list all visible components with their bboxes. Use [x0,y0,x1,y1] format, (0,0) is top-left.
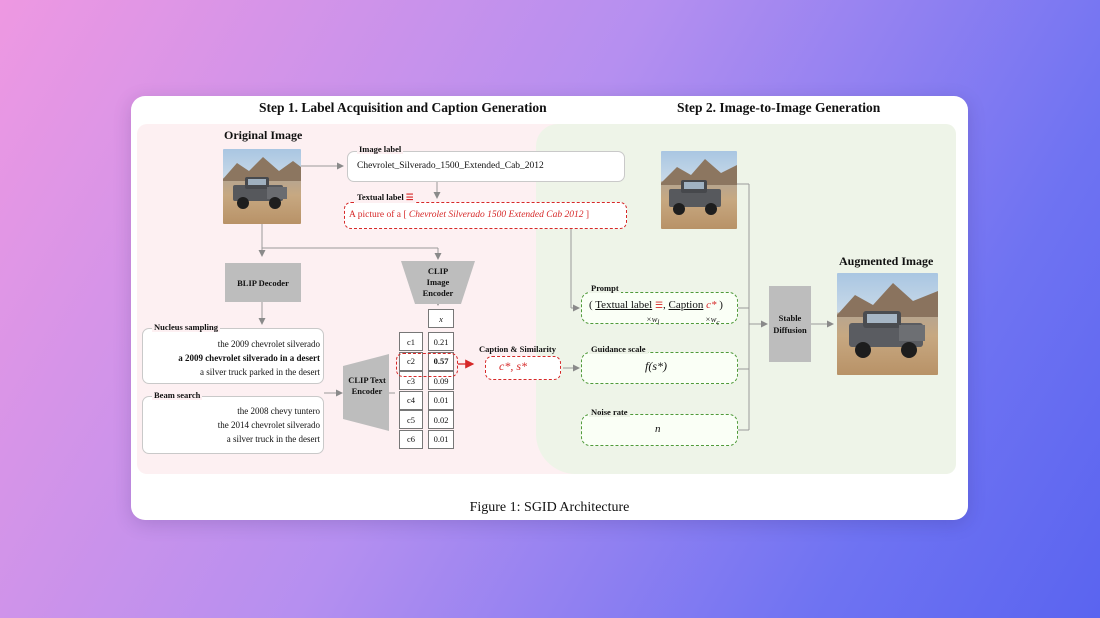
textual-label-class: Chevrolet Silverado 1500 Extended Cab 20… [408,210,584,220]
augmented-car-image [837,273,938,375]
prompt-comma: , [663,299,666,311]
beam-item-2: the 2014 chevrolet silverado [217,420,320,430]
prompt-weight-l-sub: l [657,318,660,327]
prompt-close: ) [719,299,723,311]
caption-id-cell: c3 [399,371,423,390]
blip-decoder-box: BLIP Decoder [225,263,301,302]
noise-rate-box [581,414,738,446]
prompt-caption-symbol: c* [706,299,717,311]
original-car-image [223,149,301,224]
prompt-weight-c-sub: c [716,318,720,327]
caption-similarity-title: Caption & Similarity [479,344,556,354]
image-embedding-cell: x [428,309,454,328]
caption-id-cell: c1 [399,332,423,351]
augmented-image-label: Augmented Image [839,254,934,268]
original-image-label: Original Image [224,128,303,142]
similarity-value-cell: 0.01 [428,429,454,449]
image-label-value: Chevrolet_Silverado_1500_Extended_Cab_20… [357,161,544,171]
prompt-box [581,292,738,324]
clip-image-encoder-label: CLIP Image Encoder [422,266,454,298]
prompt-value: ( Textual label ☰, Caption c* ) [589,299,723,311]
prompt-caption: Caption [668,299,704,311]
step2-title: Step 2. Image-to-Image Generation [677,100,881,115]
step1-title: Step 1. Label Acquisition and Caption Ge… [259,100,547,115]
prompt-open: ( [589,299,593,311]
nucleus-item-1: the 2009 chevrolet silverado [217,339,320,349]
stable-diffusion-box: Stable Diffusion [769,286,811,362]
nucleus-item-2: a 2009 chevrolet silverado in a desert [178,353,320,363]
similarity-value-cell: 0.21 [428,332,454,351]
car-photo-icon [837,283,938,358]
architecture-figure: Step 1. Label Acquisition and Caption Ge… [131,96,968,520]
car-photo-icon [661,159,737,215]
caption-id-cell: c4 [399,390,423,410]
prompt-weight-l-symbol: ×w [646,314,658,324]
beam-search-box [142,396,324,454]
textual-label-box [344,202,627,229]
prompt-title: Prompt [589,283,621,293]
figure-card: Step 1. Label Acquisition and Caption Ge… [131,96,968,520]
clip-image-encoder-shape [401,261,475,304]
textual-label-symbol: ☰ [405,192,414,202]
figure-caption: Figure 1: SGID Architecture [469,500,630,515]
beam-item-3: a silver truck in the desert [226,434,320,444]
nucleus-sampling-box [142,328,324,384]
textual-label-title-text: Textual label [357,192,404,202]
beam-item-1: the 2008 chevy tuntero [237,406,320,416]
input-car-image [661,151,737,229]
prompt-weight-c-symbol: ×w [705,314,717,324]
similarity-value-cell: 0.01 [428,390,454,410]
image-label-title: Image label [357,144,404,154]
similarity-value-cell: 0.02 [428,410,454,429]
caption-id-cell: c6 [399,429,423,449]
nucleus-sampling-title: Nucleus sampling [152,322,220,332]
textual-label-suffix: ] [585,210,590,220]
nucleus-item-3: a silver truck parked in the desert [200,367,320,377]
guidance-scale-title: Guidance scale [589,344,648,354]
image-label-box [347,151,625,182]
beam-search-title: Beam search [152,390,203,400]
caption-similarity-value: c*, s* [499,359,527,373]
clip-text-encoder-label: CLIP Text Encoder [348,375,386,396]
textual-label-title: Textual label ☰ [355,192,416,203]
clip-text-encoder-shape [343,354,389,431]
prompt-textual-symbol: ☰ [654,300,664,310]
best-caption-highlight [396,353,458,377]
similarity-value-cell: 0.09 [428,371,454,390]
prompt-weight-l: ×wl [646,314,659,327]
similarity-value-cell: 0.57 [428,351,454,371]
prompt-textual-label: Textual label [595,299,653,311]
noise-rate-title: Noise rate [589,407,630,417]
guidance-scale-box [581,352,738,384]
caption-id-cell: c2 [399,351,423,371]
textual-label-value: A picture of a [ Chevrolet Silverado 150… [349,210,589,220]
caption-id-cell: c5 [399,410,423,429]
prompt-weight-c: ×wc [705,314,720,327]
textual-label-prefix: A picture of a [ [349,210,407,220]
noise-rate-value: n [655,423,661,435]
caption-similarity-box [485,356,561,380]
guidance-scale-value: f(s*) [645,359,667,373]
car-photo-icon [223,157,301,209]
